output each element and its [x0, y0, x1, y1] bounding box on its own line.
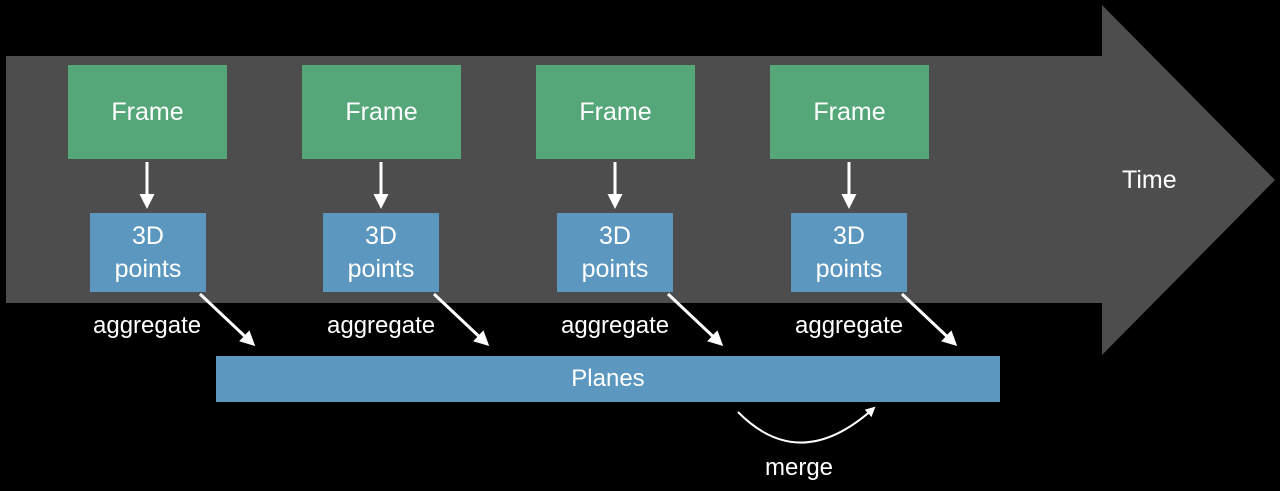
points-box: 3D points — [90, 213, 206, 292]
aggregate-label: aggregate — [327, 312, 436, 339]
time-label: Time — [1122, 166, 1177, 194]
frame-box: Frame — [536, 65, 695, 159]
aggregate-label: aggregate — [93, 312, 202, 339]
points-label-line1: 3D — [132, 221, 164, 250]
points-label-line1: 3D — [599, 221, 631, 250]
aggregate-label: aggregate — [795, 312, 904, 339]
points-label-line2: points — [114, 254, 182, 283]
timeline-arrow — [6, 5, 1275, 355]
frame-box: Frame — [68, 65, 227, 159]
frame-box: Frame — [770, 65, 929, 159]
points-label-line2: points — [581, 254, 649, 283]
aggregate-label: aggregate — [561, 312, 670, 339]
merge-label: merge — [765, 454, 834, 481]
points-box: 3D points — [323, 213, 439, 292]
aggregate-arrow — [900, 292, 958, 347]
aggregate-arrow — [666, 292, 724, 347]
points-box: 3D points — [791, 213, 907, 292]
merge-arrow — [737, 406, 876, 444]
points-box: 3D points — [557, 213, 673, 292]
points-label-line2: points — [815, 254, 883, 283]
planes-box: Planes — [216, 356, 1000, 402]
aggregate-arrow — [432, 292, 490, 347]
points-label-line1: 3D — [365, 221, 397, 250]
frame-box: Frame — [302, 65, 461, 159]
points-label-line1: 3D — [833, 221, 865, 250]
aggregate-arrow — [198, 292, 256, 347]
points-label-line2: points — [347, 254, 415, 283]
